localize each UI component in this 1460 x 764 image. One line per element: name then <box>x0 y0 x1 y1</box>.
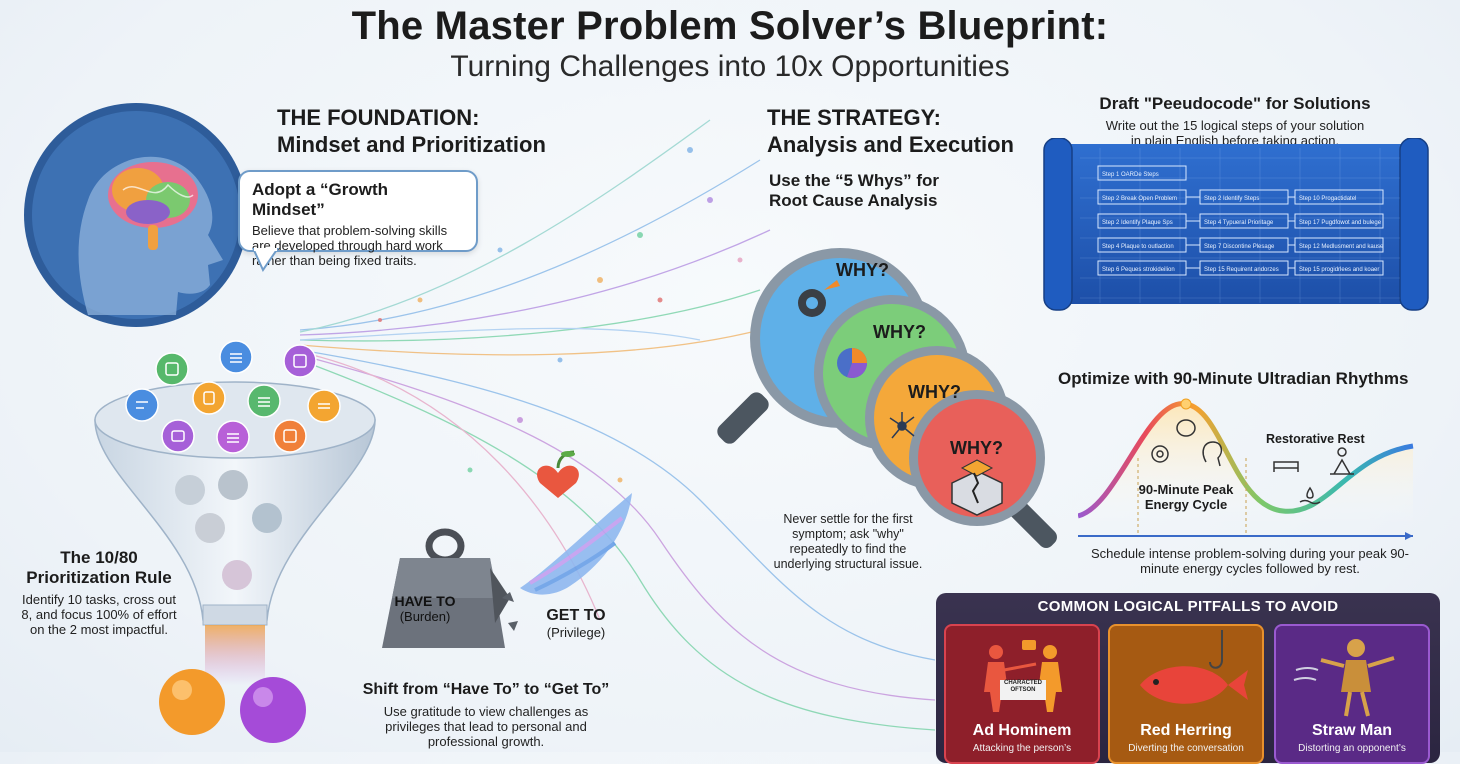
rule-title-line2: Prioritization Rule <box>26 568 172 587</box>
shift-body: Use gratitude to view challenges as priv… <box>383 704 589 749</box>
pitfall-desc-1: Diverting the conversation <box>1128 743 1244 754</box>
head-profile-icon <box>1202 441 1223 467</box>
pseudo-step-box <box>1294 213 1384 229</box>
meditation-icon <box>1330 447 1354 475</box>
pseudo-step-label: Step 17 Pugdfowot and bulege <box>1299 220 1382 226</box>
foundation-heading-line2: Mindset and Prioritization <box>277 132 546 157</box>
pseudo-step-box <box>1097 165 1187 181</box>
pseudo-step-label: Step 10 Progactidatel <box>1299 196 1356 202</box>
pitfall-name-2: Straw Man <box>1311 722 1392 739</box>
gear-icon <box>798 280 840 317</box>
have-to-sub: (Burden) <box>399 609 451 624</box>
why-label-4: WHY? <box>950 438 1003 458</box>
pseudo-step-label: Step 2 Identify Steps <box>1204 196 1259 202</box>
pseudo-step-box <box>1294 237 1384 253</box>
task-icons <box>125 340 341 454</box>
strategy-heading: THE STRATEGY: Analysis and Execution <box>767 104 1014 158</box>
bed-icon <box>1273 461 1299 472</box>
ad-hominem-sign: CHARACTED OFTSON <box>1004 680 1042 693</box>
why-label-3: WHY? <box>908 382 961 402</box>
get-to-sub: (Privilege) <box>546 625 606 640</box>
five-whys-magnifiers <box>717 248 1057 548</box>
get-to-label: GET TO (Privilege) <box>536 607 616 640</box>
gear-small-icon <box>1151 445 1169 463</box>
pitfalls-title: COMMON LOGICAL PITFALLS TO AVOID <box>1037 598 1339 615</box>
whys-title-line1: Use the “5 Whys” for <box>769 171 940 190</box>
neuron-icon <box>889 412 915 439</box>
broken-box-icon <box>951 459 1003 516</box>
heart-icon <box>537 450 579 498</box>
whys-heading: Use the “5 Whys” for Root Cause Analysis <box>769 171 939 211</box>
pitfall-card-ad-hominem: CHARACTED OFTSON Ad Hominem Attacking th… <box>944 624 1100 764</box>
ultradian-body: Schedule intense problem-solving during … <box>1091 546 1409 576</box>
pseudo-step-label: Step 7 Discontine Plesage <box>1204 244 1275 250</box>
task-icon-list <box>125 340 341 454</box>
whys-title-line2: Root Cause Analysis <box>769 191 938 210</box>
straw-man-icon <box>1293 639 1395 717</box>
pseudo-step-label: Step 15 progidrlees and koaer <box>1299 267 1379 273</box>
pitfall-desc-0: Attacking the person’s <box>972 743 1072 754</box>
wing-icon <box>520 493 632 595</box>
rule-title-line1: The 10/80 <box>60 548 138 567</box>
rest-label: Restorative Rest <box>1266 432 1365 446</box>
pitfall-name-0: Ad Hominem <box>972 722 1072 739</box>
water-drop-icon <box>1299 486 1321 505</box>
get-to-main: GET TO <box>546 607 606 624</box>
pseudo-step-label: Step 1 OARDe Steps <box>1102 172 1159 178</box>
pseudo-step-box <box>1294 260 1384 276</box>
pseudo-step-box <box>1294 189 1384 205</box>
pie-chart-icon <box>837 348 867 378</box>
strategy-heading-line2: Analysis and Execution <box>767 132 1014 157</box>
red-herring-icon <box>1140 630 1248 704</box>
page-subtitle: Turning Challenges into 10x Opportunitie… <box>450 50 1010 83</box>
foundation-heading-line1: THE FOUNDATION: <box>277 105 480 130</box>
magnifier-4 <box>909 390 1057 548</box>
whys-body: Never settle for the first symptom; ask … <box>773 512 923 571</box>
pseudo-step-label: Step 12 Medlusment and kause <box>1299 244 1384 250</box>
weight-icon <box>382 528 518 648</box>
ad-hominem-icon <box>984 640 1062 712</box>
brain-small-icon <box>1176 419 1196 437</box>
rule-body: Identify 10 tasks, cross out 8, and focu… <box>21 592 177 637</box>
shift-block: Shift from “Have To” to “Get To” Use gra… <box>352 680 620 749</box>
pseudo-step-label: Step 4 Typueral Prioritage <box>1204 220 1274 226</box>
pitfall-card-straw-man: Straw Man Distorting an opponent’s <box>1274 624 1430 764</box>
foundation-heading: THE FOUNDATION: Mindset and Prioritizati… <box>277 104 546 158</box>
growth-mindset-bubble: Adopt a “Growth Mindset” Believe that pr… <box>238 170 478 268</box>
have-to-main: HAVE TO <box>394 593 456 609</box>
why-label-2: WHY? <box>873 322 926 342</box>
pseudo-step-label: Step 6 Peques strokideilion <box>1102 267 1175 273</box>
peak-label: 90-Minute Peak Energy Cycle <box>1130 482 1242 512</box>
pseudo-title: Draft "Peeudocode" for Solutions <box>1099 94 1371 113</box>
pseudo-step-label: Step 4 Plaque to outlaction <box>1102 244 1174 250</box>
peak-label-line2: Energy Cycle <box>1144 497 1228 512</box>
pitfall-card-red-herring: Red Herring Diverting the conversation <box>1108 624 1264 764</box>
have-to-weight-illustration <box>382 450 632 648</box>
have-to-label: HAVE TO (Burden) <box>375 593 475 624</box>
peak-label-line1: 90-Minute Peak <box>1138 482 1234 497</box>
pseudo-step-label: Step 2 Break Open Problem <box>1102 196 1177 202</box>
pseudo-step-label: Step 15 Requirent andorzes <box>1204 267 1279 273</box>
shift-title: Shift from “Have To” to “Get To” <box>362 681 610 698</box>
brain-icon <box>108 162 198 250</box>
ultradian-title: Optimize with 90-Minute Ultradian Rhythm… <box>1058 369 1409 388</box>
ultradian-chart <box>1078 398 1414 540</box>
page-title: The Master Problem Solver’s Blueprint: <box>351 4 1109 48</box>
brain-head-illustration <box>24 103 248 327</box>
pitfall-desc-2: Distorting an opponent’s <box>1298 743 1406 754</box>
bubble-tail <box>251 248 280 273</box>
growth-mindset-body: Believe that problem-solving skills are … <box>252 223 448 268</box>
growth-mindset-title: Adopt a “Growth Mindset” <box>252 180 388 219</box>
strategy-heading-line1: THE STRATEGY: <box>767 105 941 130</box>
why-label-1: WHY? <box>836 260 889 280</box>
rule-block: The 10/80 Prioritization Rule Identify 1… <box>20 548 178 637</box>
pitfall-name-1: Red Herring <box>1140 722 1232 739</box>
pseudo-step-label: Step 2 Identify Plaque Sps <box>1102 220 1173 226</box>
